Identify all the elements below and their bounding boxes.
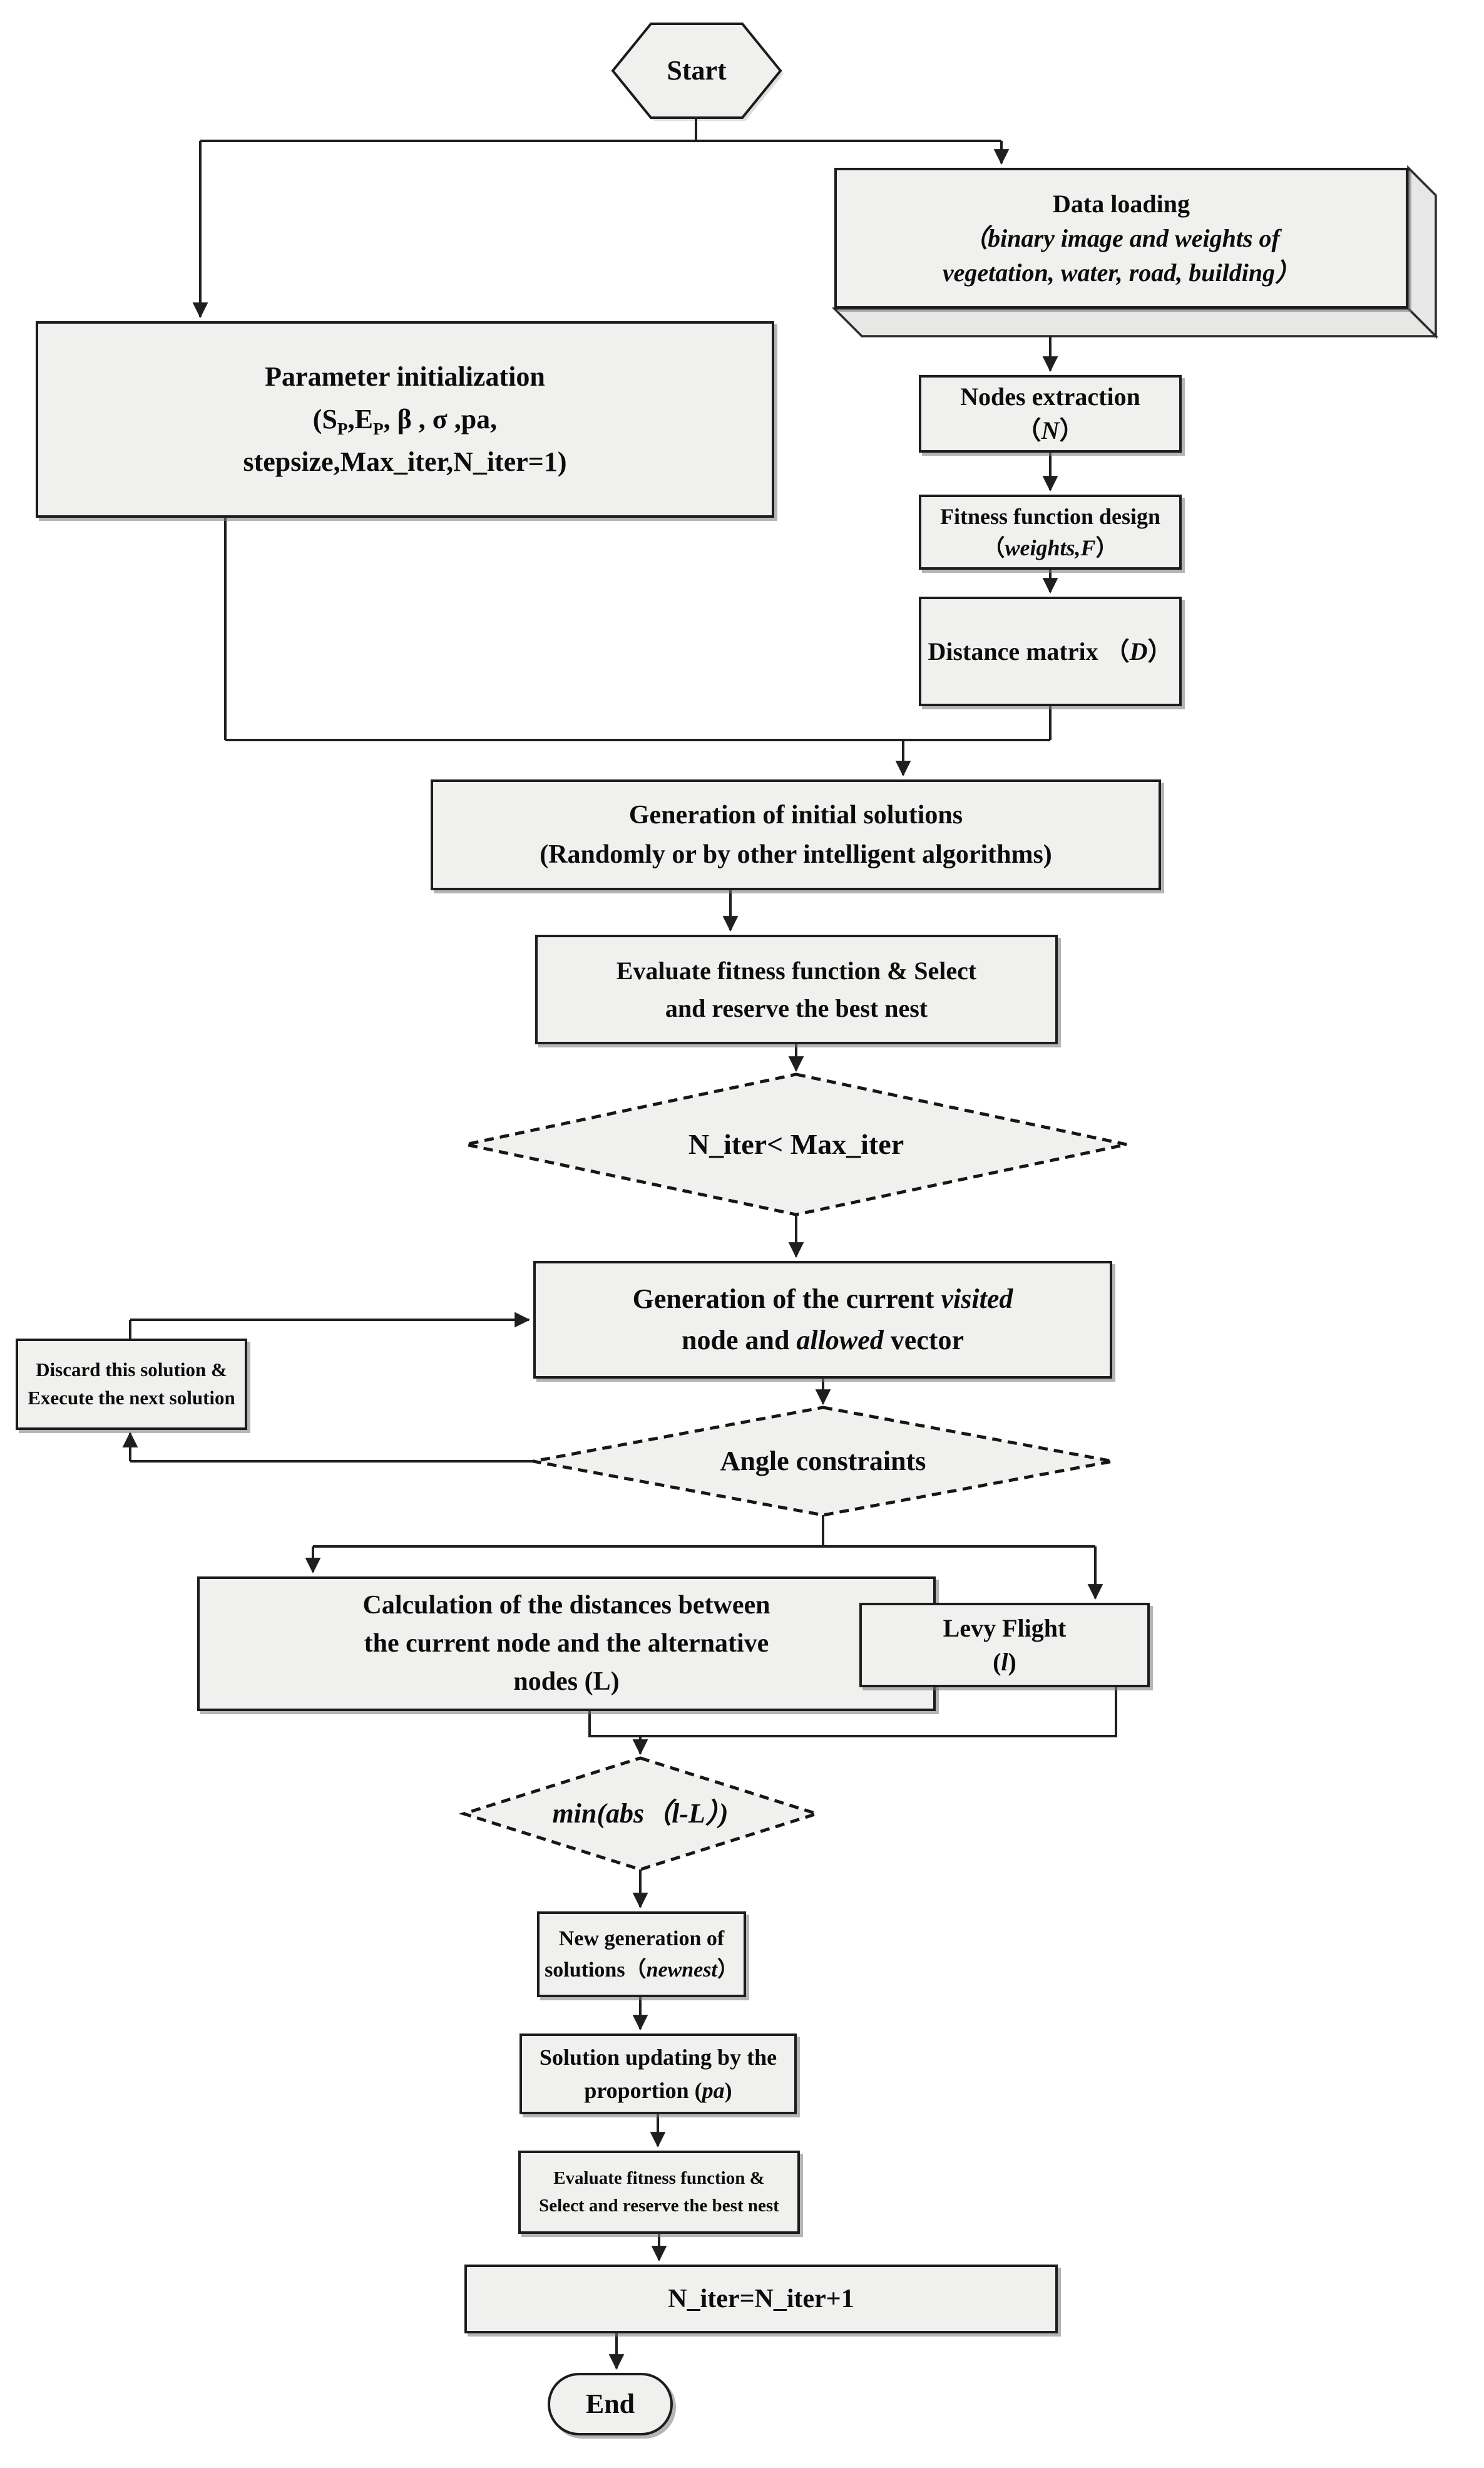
node-start: Start xyxy=(613,24,780,118)
angle-constraints-label: Angle constraints xyxy=(720,1446,926,1477)
node-initial-solutions: Generation of initial solutions(Randomly… xyxy=(431,779,1161,890)
initial-solutions-label: Generation of initial solutions(Randomly… xyxy=(540,800,1052,869)
connector-lines xyxy=(129,118,1117,1737)
min-abs-label: min(abs（l-L）) xyxy=(552,1798,729,1829)
connector-arrows xyxy=(122,141,1103,2370)
node-fitness-function-design: Fitness function design（weights,F） xyxy=(919,495,1182,570)
node-nodes-extraction: Nodes extraction（N） xyxy=(919,375,1182,453)
iteration-increment-label: N_iter=N_iter+1 xyxy=(668,2284,854,2313)
angle-constraints-diamond-shape xyxy=(533,1406,1113,1517)
node-iteration-check: N_iter< Max_iter xyxy=(466,1074,1127,1215)
node-distance-matrix: Distance matrix （D） xyxy=(919,597,1182,706)
node-discard-solution: Discard this solution &Execute the next … xyxy=(16,1339,247,1430)
node-end: End xyxy=(548,2373,673,2435)
distance-matrix-label: Distance matrix （D） xyxy=(928,637,1173,666)
parameter-initialization-label: Parameter initialization(SP,EP, β , σ ,p… xyxy=(243,361,567,478)
node-min-abs: min(abs（l-L）) xyxy=(464,1758,817,1869)
node-iteration-increment: N_iter=N_iter+1 xyxy=(464,2265,1058,2333)
levy-flight-label: Levy Flight(l) xyxy=(943,1613,1067,1676)
node-levy-flight: Levy Flight(l) xyxy=(859,1603,1150,1687)
end-label: End xyxy=(585,2388,635,2420)
node-angle-constraints: Angle constraints xyxy=(533,1407,1113,1515)
min-abs-diamond-shape xyxy=(458,1756,822,1871)
fitness-function-design-label: Fitness function design（weights,F） xyxy=(939,503,1161,560)
nodes-extraction-label: Nodes extraction（N） xyxy=(960,383,1140,445)
evaluate-select-2-label: Evaluate fitness function &Select and re… xyxy=(539,2168,779,2216)
data-loading-label: Data loading（binary image and weights of… xyxy=(942,189,1301,287)
node-evaluate-select-2: Evaluate fitness function &Select and re… xyxy=(518,2151,800,2234)
data-loading-3d-depth xyxy=(831,165,1439,339)
node-data-loading: Data loading（binary image and weights of… xyxy=(834,168,1408,309)
start-label: Start xyxy=(667,55,727,86)
start-hexagon-shape xyxy=(611,23,784,121)
iteration-check-label: N_iter< Max_iter xyxy=(688,1128,904,1160)
node-parameter-initialization: Parameter initialization(SP,EP, β , σ ,p… xyxy=(36,321,774,518)
discard-solution-label: Discard this solution &Execute the next … xyxy=(28,1359,235,1409)
